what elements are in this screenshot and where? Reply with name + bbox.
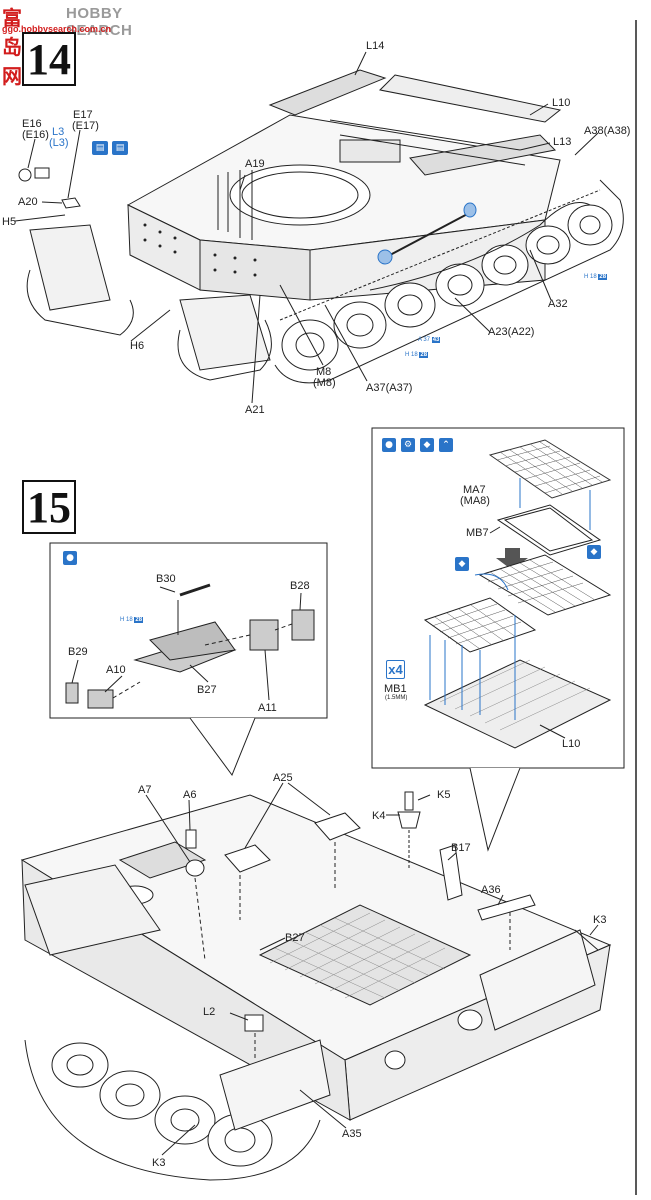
photo-etch-icon: ⚙ xyxy=(401,438,415,452)
water-drop-icon: ◆ xyxy=(455,557,469,571)
label-H6: H6 xyxy=(130,340,145,352)
label-B30: B30 xyxy=(156,573,176,585)
ref-h18-a: H 18 28 xyxy=(584,274,608,280)
label-A32: A32 xyxy=(548,298,568,310)
label-MA7: MA7 xyxy=(463,484,486,496)
label-K5: K5 xyxy=(437,789,451,801)
label-MA8: (MA8) xyxy=(460,495,490,507)
glue-icon: ● xyxy=(382,438,396,452)
label-MB1-note: (1.5MM) xyxy=(385,695,408,701)
watermark-url: ggo.hobbysearch.com.cn xyxy=(2,24,112,34)
label-H5: H5 xyxy=(2,216,17,228)
label-A19: A19 xyxy=(245,158,265,170)
label-A37: A37(A37) xyxy=(366,382,413,394)
label-B29: B29 xyxy=(68,646,88,658)
label-E17: E17 xyxy=(73,109,93,121)
label-E17-alt: (E17) xyxy=(72,120,99,132)
label-L13: L13 xyxy=(553,136,572,148)
photo-etch-icon: ▤ xyxy=(112,141,128,155)
label-K3-left: K3 xyxy=(152,1157,166,1169)
label-K3-right: K3 xyxy=(593,914,607,926)
label-A7: A7 xyxy=(138,784,152,796)
label-E16: E16 xyxy=(22,118,42,130)
label-B27-step15: B27 xyxy=(285,932,305,944)
label-B28: B28 xyxy=(290,580,310,592)
label-A36: A36 xyxy=(481,884,501,896)
detail-left-parts xyxy=(65,583,315,709)
label-L14: L14 xyxy=(366,40,385,52)
label-A25: A25 xyxy=(273,772,293,784)
label-A10: A10 xyxy=(106,664,126,676)
glue-icon: ● xyxy=(63,551,77,565)
label-A23: A23(A22) xyxy=(488,326,535,338)
water-drop-icon: ◆ xyxy=(587,545,601,559)
label-M8: M8 xyxy=(316,366,332,378)
label-K4: K4 xyxy=(372,810,386,822)
fold-icon: ⌃ xyxy=(439,438,453,452)
label-B27: B27 xyxy=(197,684,217,696)
label-A20: A20 xyxy=(18,196,38,208)
watermark-text: HOBBY SEARCH xyxy=(66,5,133,39)
ref-h18-detail: H 18 28 xyxy=(120,617,144,623)
photo-etch-icon: ▤ xyxy=(92,141,108,155)
detail-right-parts xyxy=(423,439,612,749)
label-L2: L2 xyxy=(203,1006,216,1018)
label-M8-alt: (M8) xyxy=(313,377,336,389)
ref-a37: A 37 43 xyxy=(418,337,441,343)
label-L3-alt: (L3) xyxy=(49,137,69,149)
label-L3: L3 xyxy=(52,126,65,138)
quantity-badge: x4 xyxy=(386,660,405,679)
step-14-number: 14 xyxy=(22,32,76,86)
label-A21: A21 xyxy=(245,404,265,416)
label-E16-alt: (E16) xyxy=(22,129,49,141)
ref-h18-b: H 18 28 xyxy=(405,352,429,358)
label-B17: B17 xyxy=(451,842,471,854)
label-L10: L10 xyxy=(552,97,571,109)
label-MB7: MB7 xyxy=(466,527,489,539)
step14-hull xyxy=(14,51,624,404)
watermark-logo: 富岛网 xyxy=(2,6,22,88)
label-L10-detail: L10 xyxy=(562,738,581,750)
label-MB1: MB1 xyxy=(384,683,407,695)
step15-hull xyxy=(20,782,612,1181)
label-A35: A35 xyxy=(342,1128,362,1140)
label-A38: A38(A38) xyxy=(584,125,631,137)
label-A11: A11 xyxy=(258,702,277,714)
label-A6: A6 xyxy=(183,789,197,801)
water-drop-icon: ◆ xyxy=(420,438,434,452)
step-15-number: 15 xyxy=(22,480,76,534)
